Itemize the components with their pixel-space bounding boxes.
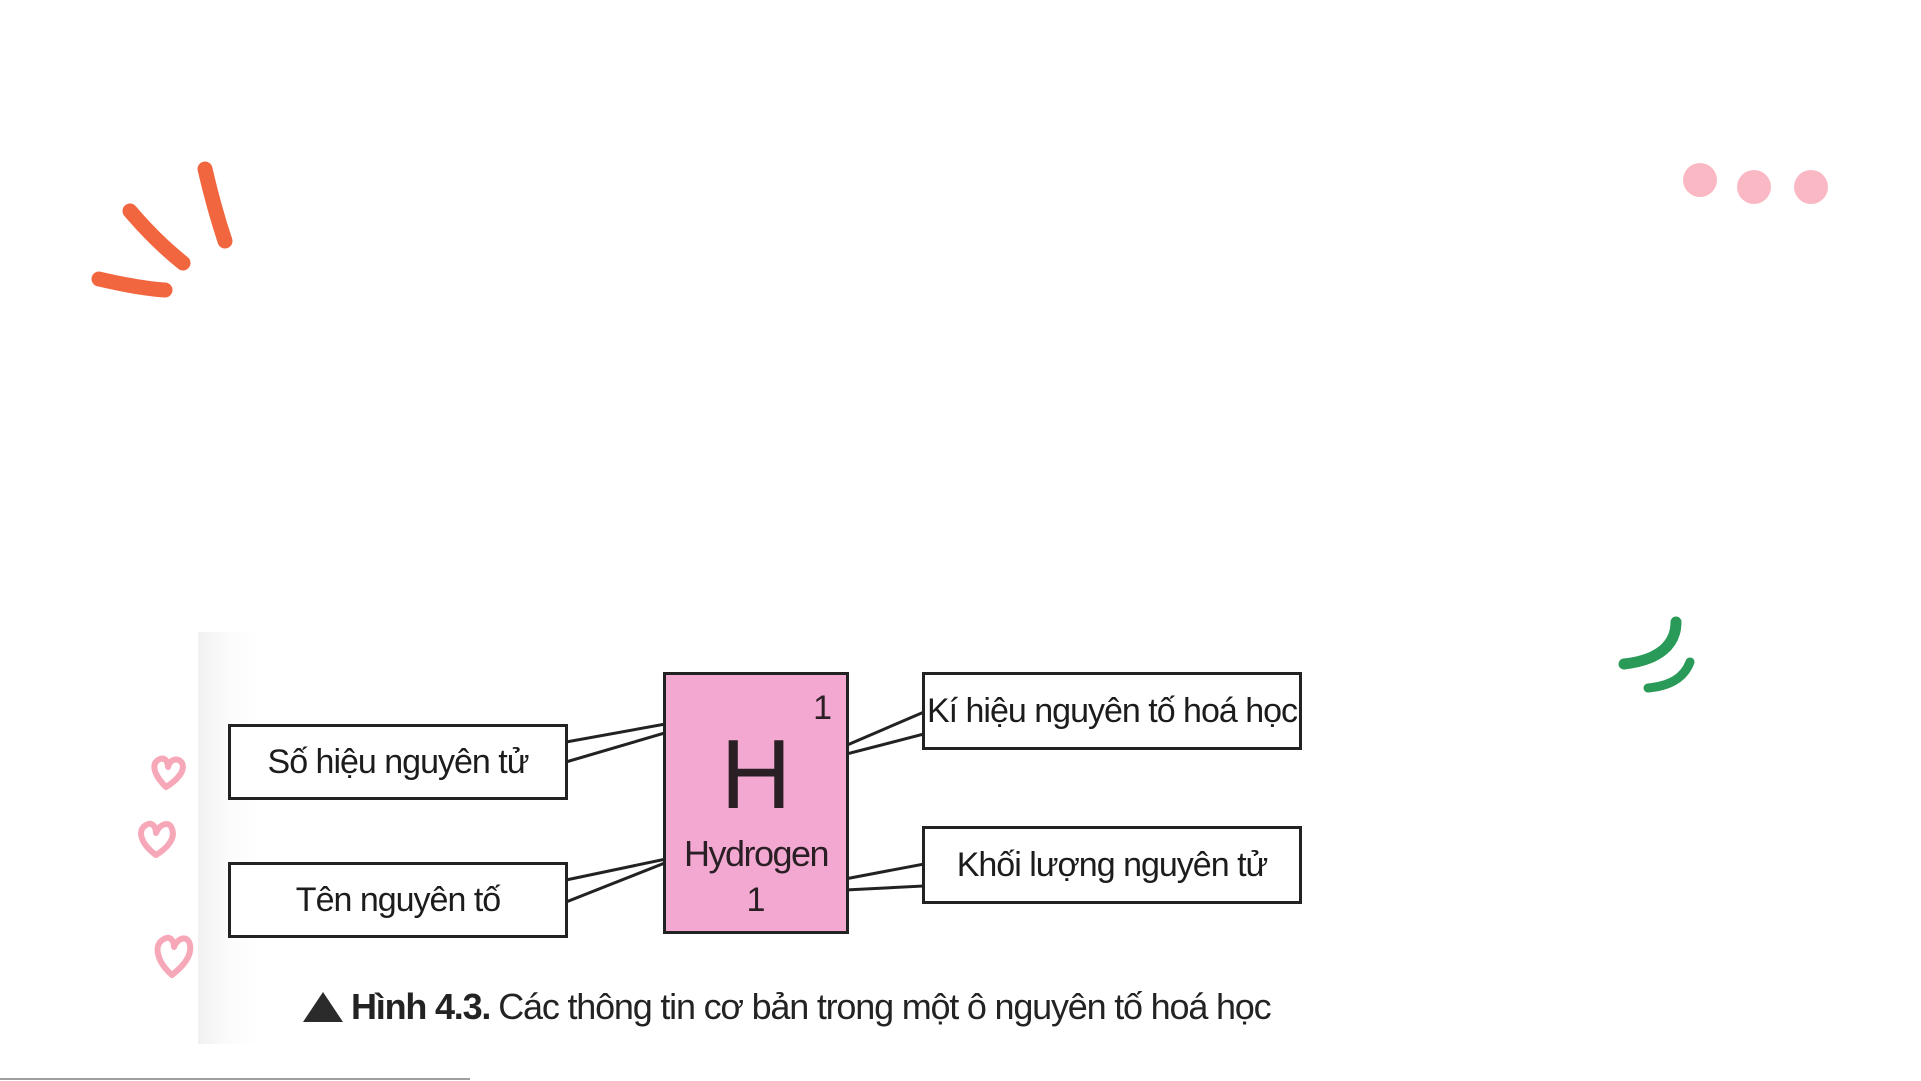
element-cell-figure: Số hiệu nguyên tử Tên nguyên tố Kí hiệu … <box>198 632 1372 1044</box>
label-chemical-symbol: Kí hiệu nguyên tố hoá học <box>922 672 1302 750</box>
label-atomic-mass: Khối lượng nguyên tử <box>922 826 1302 904</box>
triangle-icon <box>303 992 343 1022</box>
label-element-name: Tên nguyên tố <box>228 862 568 938</box>
figure-caption: Hình 4.3. Các thông tin cơ bản trong một… <box>303 986 1270 1028</box>
bottom-divider <box>0 1078 470 1080</box>
pink-dots-icon <box>1680 160 1840 210</box>
caption-text: Các thông tin cơ bản trong một ô nguyên … <box>498 986 1270 1028</box>
caption-prefix: Hình 4.3. <box>351 986 490 1028</box>
element-atomic-number: 1 <box>813 689 832 728</box>
label-atomic-number: Số hiệu nguyên tử <box>228 724 568 800</box>
element-name: Hydrogen <box>666 833 846 875</box>
element-symbol: H <box>666 725 846 823</box>
orange-burst-icon <box>85 155 245 310</box>
element-atomic-mass: 1 <box>666 881 846 920</box>
element-cell: 1 H Hydrogen 1 <box>663 672 849 934</box>
green-swoosh-icon <box>1610 610 1700 700</box>
